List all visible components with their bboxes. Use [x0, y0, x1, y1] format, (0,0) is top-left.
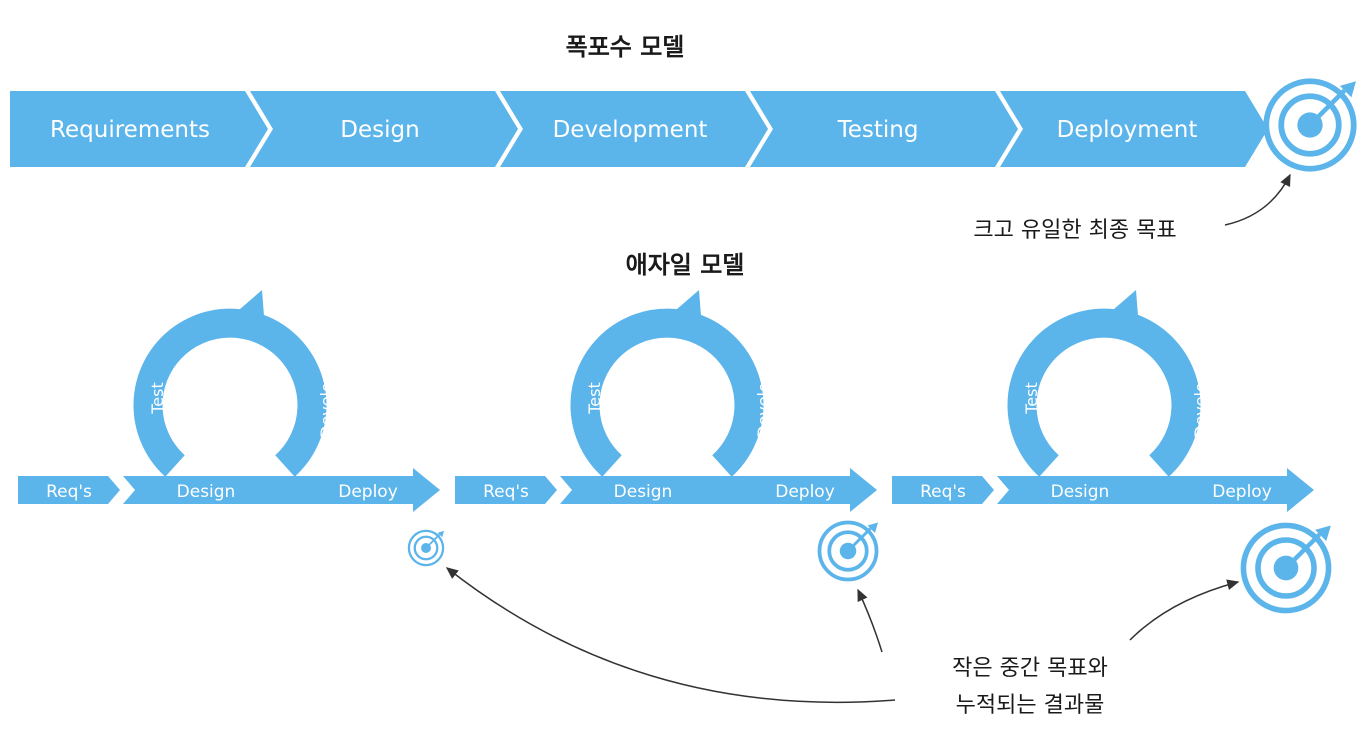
waterfall-goal-note: 크고 유일한 최종 목표 — [973, 218, 1176, 243]
deploy-label: Deploy — [338, 482, 398, 502]
target-icon — [1240, 522, 1332, 614]
loop-arrowhead — [232, 290, 266, 342]
test-label: Test — [585, 382, 604, 415]
loop-arrowhead — [669, 290, 703, 342]
agile-note-line2: 누적되는 결과물 — [956, 693, 1105, 718]
reqs-chevron — [892, 476, 994, 504]
reqs-chevron — [18, 476, 120, 504]
waterfall-title: 폭포수 모델 — [566, 33, 685, 61]
loop-arrowhead — [1106, 290, 1140, 342]
develop-label: Develop — [754, 372, 773, 438]
design-label: Design — [177, 482, 236, 502]
reqs-label: Req's — [46, 482, 92, 502]
reqs-label: Req's — [483, 482, 529, 502]
stage-label-requirements: Requirements — [50, 117, 210, 143]
stage-label-deployment: Deployment — [1057, 117, 1198, 143]
iteration-loop — [133, 308, 327, 477]
agile-note-line1: 작은 중간 목표와 — [952, 656, 1108, 681]
stage-label-design: Design — [340, 117, 419, 143]
stage-label-testing: Testing — [837, 117, 919, 143]
pointer-arrow-first — [445, 567, 896, 704]
develop-label: Develop — [1191, 372, 1210, 438]
test-label: Test — [148, 382, 167, 415]
target-icon — [407, 529, 445, 567]
test-label: Test — [1022, 382, 1041, 415]
stage-chevron-design — [250, 91, 518, 167]
pointer-arrow-second — [857, 588, 883, 653]
stage-chevron-testing — [750, 91, 1018, 167]
flow-arrow — [560, 468, 877, 512]
stage-label-development: Development — [553, 117, 708, 143]
target-icon — [1263, 78, 1357, 172]
agile-title: 애자일 모델 — [626, 251, 745, 279]
stage-chevron-requirements — [10, 91, 268, 167]
flow-arrow — [997, 468, 1314, 512]
deploy-label: Deploy — [775, 482, 835, 502]
deploy-label: Deploy — [1212, 482, 1272, 502]
pointer-arrow-third — [1129, 579, 1240, 641]
reqs-label: Req's — [920, 482, 966, 502]
flow-arrow — [123, 468, 440, 512]
develop-label: Develop — [317, 372, 336, 438]
stage-chevron-deployment — [1000, 91, 1268, 167]
waterfall-chevron-row: Requirements Design Development Testing … — [10, 91, 1268, 167]
goal-pointer-arrow — [1224, 173, 1291, 226]
agile-iteration-3: Req's Design Deploy Test Develop — [892, 290, 1314, 512]
agile-iteration-2: Req's Design Deploy Test Develop — [455, 290, 877, 512]
iteration-loop — [1007, 308, 1201, 477]
design-label: Design — [1051, 482, 1110, 502]
target-icon — [817, 520, 879, 582]
reqs-chevron — [455, 476, 557, 504]
iteration-loop — [570, 308, 764, 477]
stage-chevron-development — [500, 91, 768, 167]
agile-iteration-1: Req's Design Deploy Test Develop — [18, 290, 440, 512]
design-label: Design — [614, 482, 673, 502]
